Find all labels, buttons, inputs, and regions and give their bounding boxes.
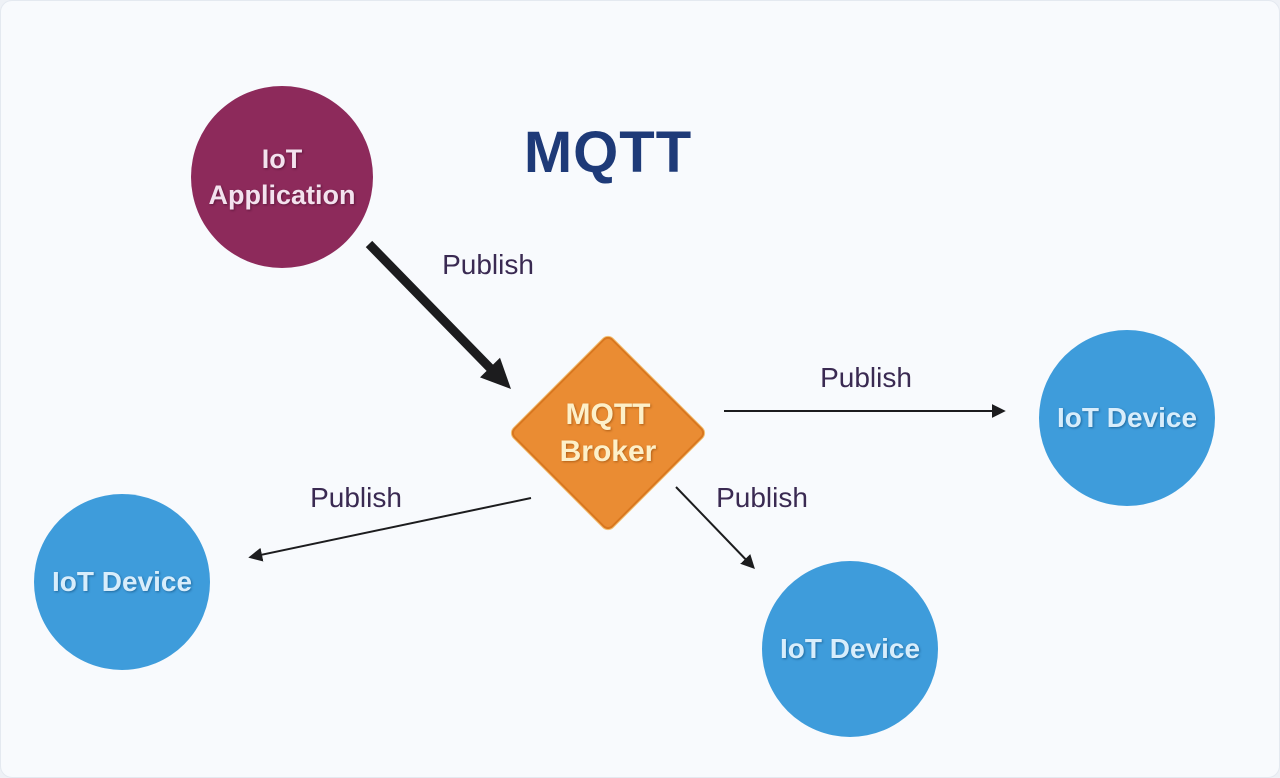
arrowhead-app-to-broker-icon xyxy=(480,357,511,389)
node-iot-application-label-line1: IoT xyxy=(261,143,303,174)
edge-label-publish-app-to-broker: Publish xyxy=(442,249,534,280)
node-mqtt-broker-label-line1: MQTT xyxy=(565,397,651,431)
diagram-title: MQTT xyxy=(523,120,693,185)
node-iot-device-left-label: IoT Device xyxy=(51,566,193,597)
node-iot-device-left: IoT Device xyxy=(34,494,210,670)
node-iot-device-right: IoT Device xyxy=(1039,330,1215,506)
node-iot-device-bottom: IoT Device xyxy=(762,561,938,737)
node-iot-application-label-line2: Application xyxy=(208,180,356,210)
edge-label-publish-broker-to-device-right: Publish xyxy=(820,362,912,393)
node-iot-device-right-label: IoT Device xyxy=(1056,402,1198,433)
edge-label-publish-broker-to-device-left: Publish xyxy=(310,482,402,513)
node-iot-application: IoT Application xyxy=(191,86,373,268)
node-mqtt-broker-label-line2: Broker xyxy=(559,435,657,468)
node-mqtt-broker: MQTT Broker xyxy=(508,363,708,503)
edge-label-publish-broker-to-device-bottom: Publish xyxy=(716,482,808,513)
node-iot-device-bottom-label: IoT Device xyxy=(779,633,921,664)
